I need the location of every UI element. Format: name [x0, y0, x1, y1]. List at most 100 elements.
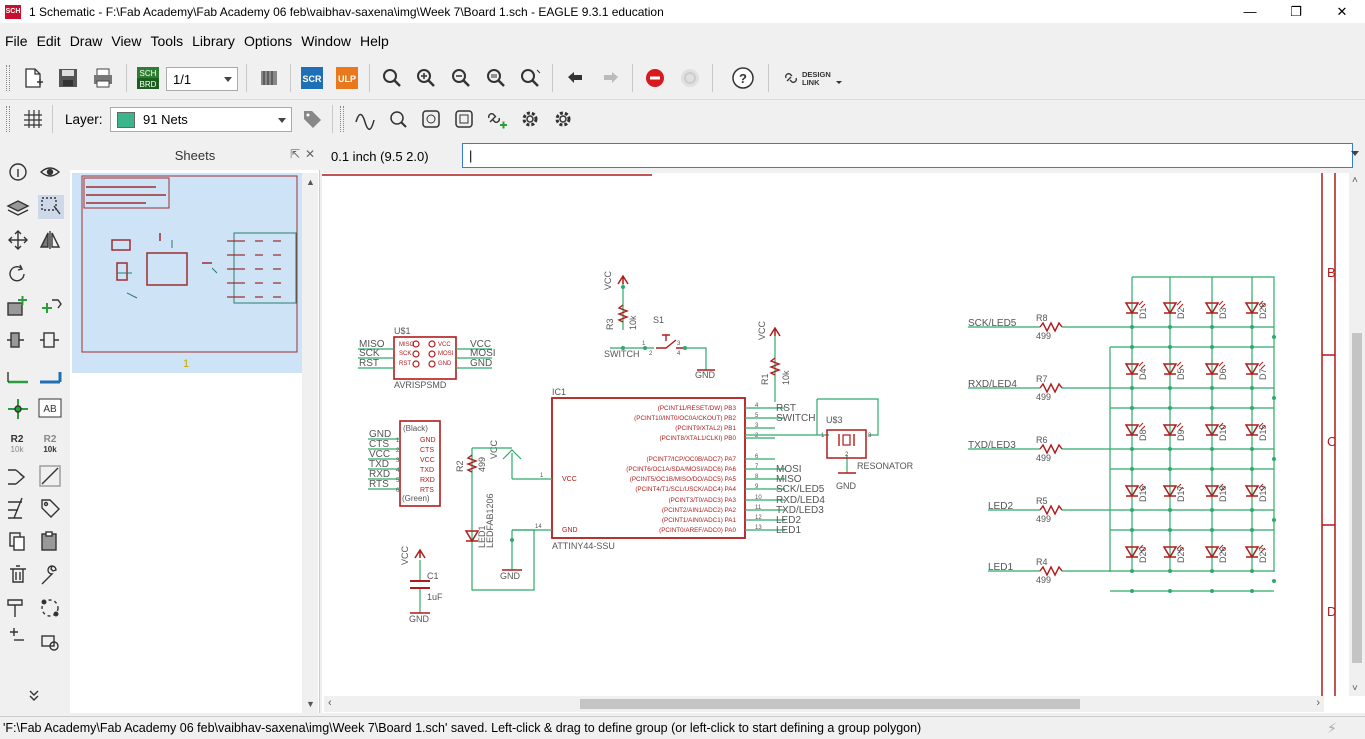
- sheets-scrollbar[interactable]: ▲ ▼: [302, 173, 318, 713]
- add-gate-icon[interactable]: [10, 628, 24, 641]
- split-icon[interactable]: [7, 332, 24, 348]
- resistor-r1[interactable]: VCC R1 10k: [757, 320, 791, 402]
- menu-view[interactable]: View: [111, 33, 142, 49]
- menu-window[interactable]: Window: [301, 33, 351, 49]
- add-pin-icon[interactable]: [42, 299, 62, 313]
- line-draw-icon[interactable]: [39, 465, 61, 487]
- capacitor-c1[interactable]: VCC C1 1uF GND: [400, 545, 443, 624]
- group-select-icon[interactable]: [38, 195, 64, 219]
- wrench-icon[interactable]: [41, 565, 57, 585]
- menu-edit[interactable]: Edit: [36, 33, 61, 49]
- move-icon[interactable]: [8, 230, 28, 250]
- gate-swap-icon[interactable]: [8, 469, 26, 485]
- paste-icon[interactable]: [41, 531, 57, 551]
- menu-options[interactable]: Options: [243, 33, 293, 49]
- schematic-canvas[interactable]: B C D U$1 AVRISPSMD MISO SCK RST VCC MOS…: [322, 173, 1365, 713]
- bus-icon[interactable]: [40, 372, 62, 384]
- switch-s1[interactable]: VCC R3 10k S1 SWITCH GND 1 2 3 4: [603, 270, 716, 380]
- scroll-down-icon[interactable]: ˅: [1352, 683, 1358, 694]
- zoom-fit-icon[interactable]: [379, 65, 405, 91]
- print-icon[interactable]: [90, 65, 116, 91]
- menu-draw[interactable]: Draw: [69, 33, 103, 49]
- scroll-thumb[interactable]: [580, 699, 1080, 709]
- sheet-thumbnail[interactable]: [72, 173, 302, 373]
- smash-icon[interactable]: [7, 599, 23, 617]
- ulp-icon[interactable]: ULP: [334, 65, 360, 91]
- value-tool-icon[interactable]: R2 10k: [43, 434, 57, 454]
- new-file-icon[interactable]: [20, 65, 46, 91]
- redo-icon[interactable]: [597, 65, 623, 91]
- layers-icon[interactable]: [6, 200, 30, 216]
- info-icon[interactable]: [9, 163, 27, 181]
- replace-part-icon[interactable]: [41, 635, 59, 651]
- scroll-up-icon[interactable]: ˄: [1352, 175, 1358, 186]
- stop-icon[interactable]: [642, 65, 668, 91]
- resonator-u3[interactable]: U$3 RESONATOR GND 1 2 3: [745, 398, 914, 491]
- scroll-right-icon[interactable]: ›: [1316, 697, 1320, 709]
- gear-icon[interactable]: [517, 106, 543, 132]
- canvas-horizontal-scrollbar[interactable]: ‹ ›: [324, 696, 1324, 712]
- undock-icon[interactable]: ⇱: [289, 147, 300, 161]
- gear-settings-icon[interactable]: [550, 106, 576, 132]
- zoom-in-icon[interactable]: [413, 65, 439, 91]
- copy-icon[interactable]: [9, 532, 25, 551]
- net-class-tag-icon[interactable]: [299, 106, 325, 132]
- name-tool-icon[interactable]: R2 10k: [11, 434, 25, 454]
- ic1-attiny44[interactable]: IC1 ATTINY44-SSU VCC GND 1 14 GND VCC (P…: [489, 387, 825, 581]
- sheet-selector[interactable]: 1/1: [166, 67, 238, 91]
- zoom-out-icon[interactable]: [448, 65, 474, 91]
- ratsnest-icon[interactable]: [41, 599, 59, 617]
- layer-selector[interactable]: 91 Nets: [110, 107, 292, 132]
- help-icon[interactable]: ?: [730, 65, 756, 91]
- tag-icon[interactable]: [41, 499, 60, 518]
- junction-icon[interactable]: [8, 399, 28, 419]
- replace-icon[interactable]: [40, 332, 59, 348]
- isp-header-u1[interactable]: U$1 AVRISPSMD MISO SCK RST VCC MOSI GND …: [358, 326, 496, 390]
- minimize-button[interactable]: —: [1243, 4, 1257, 19]
- junction: [1168, 345, 1172, 349]
- expand-toolbar-icon[interactable]: [29, 690, 39, 701]
- delete-icon[interactable]: [10, 565, 26, 583]
- scroll-left-icon[interactable]: ‹: [328, 697, 332, 709]
- junction: [1250, 569, 1254, 573]
- isp-pin-mosi: MOSI: [438, 351, 454, 357]
- canvas-vertical-scrollbar[interactable]: ˄ ˅: [1349, 173, 1365, 696]
- miter-icon[interactable]: [385, 106, 411, 132]
- menu-tools[interactable]: Tools: [150, 33, 184, 49]
- zoom-select-icon[interactable]: [517, 65, 543, 91]
- command-input[interactable]: [462, 143, 1353, 168]
- label-tool-icon[interactable]: AB: [38, 398, 62, 418]
- go-icon[interactable]: [677, 65, 703, 91]
- scroll-thumb[interactable]: [1352, 333, 1362, 663]
- restore-button[interactable]: ❐: [1290, 3, 1302, 19]
- led-symbol: [1244, 485, 1260, 498]
- layer-tool-icon[interactable]: [418, 106, 444, 132]
- menu-library[interactable]: Library: [192, 33, 235, 49]
- chevron-down-icon[interactable]: [1351, 151, 1359, 156]
- eye-icon[interactable]: [39, 167, 61, 177]
- close-button[interactable]: ✕: [1336, 3, 1348, 19]
- undo-icon[interactable]: [563, 65, 589, 91]
- wire-icon[interactable]: [7, 372, 28, 384]
- attribute-icon[interactable]: [8, 497, 23, 519]
- save-icon[interactable]: [55, 65, 81, 91]
- rotate-icon[interactable]: [9, 264, 25, 282]
- layer-settings-icon[interactable]: [256, 65, 282, 91]
- close-panel-icon[interactable]: ✕: [304, 147, 315, 161]
- zoom-redraw-icon[interactable]: [483, 65, 509, 91]
- add-part-icon[interactable]: [7, 296, 27, 316]
- script-icon[interactable]: SCR: [299, 65, 325, 91]
- menu-file[interactable]: File: [5, 33, 28, 49]
- grid-icon[interactable]: [20, 106, 46, 132]
- menu-help[interactable]: Help: [359, 33, 389, 49]
- ftdi-header[interactable]: (Black) (Green) GNDGND1CTSCTS2VCCVCC3TXD…: [368, 420, 441, 507]
- mirror-icon[interactable]: [39, 231, 61, 249]
- drc-icon[interactable]: [451, 106, 477, 132]
- power-led-circuit[interactable]: R2 499 LED1 LEDFAB1206: [455, 447, 535, 591]
- wire-bend-icon[interactable]: [352, 106, 378, 132]
- add-link-icon[interactable]: [484, 106, 510, 132]
